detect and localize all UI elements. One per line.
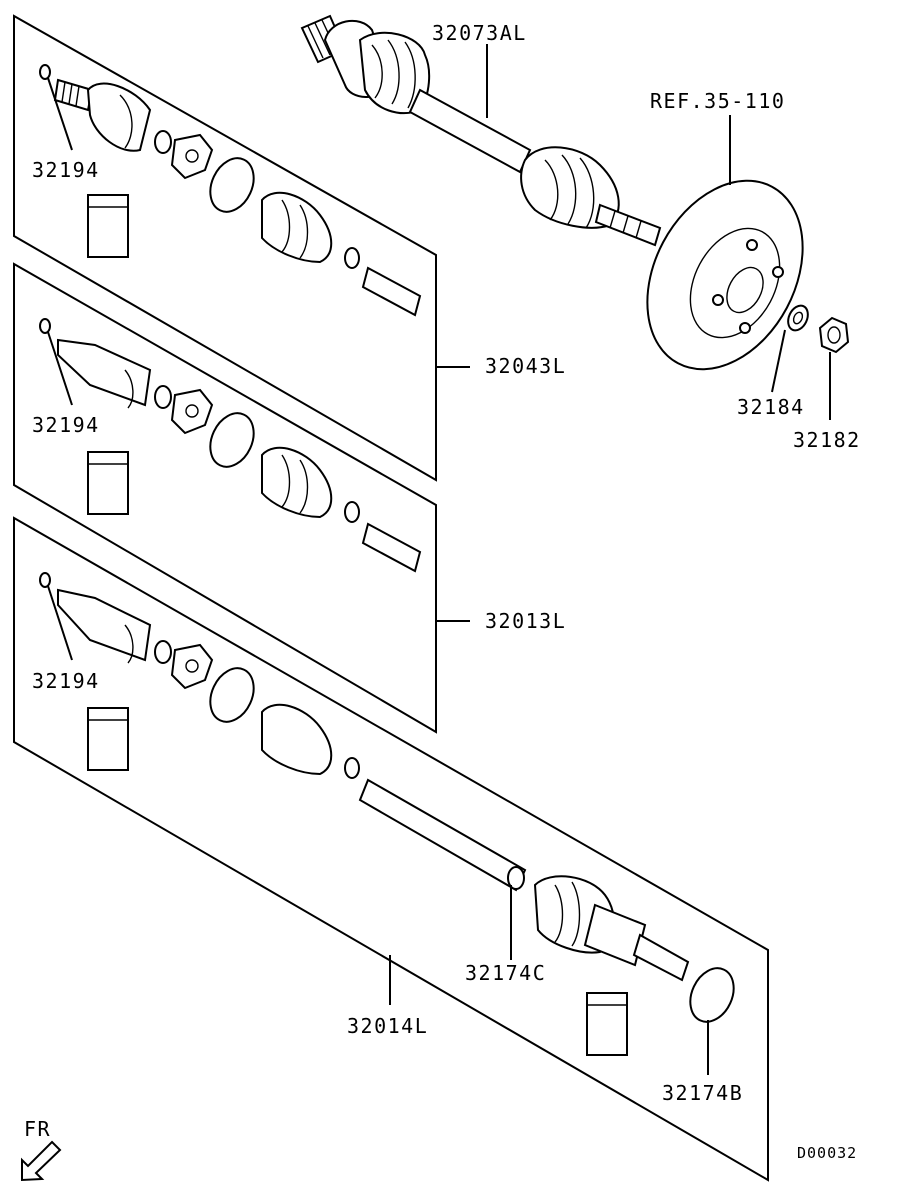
label-kit-1: 32043L [485, 354, 566, 378]
brake-disc [646, 179, 804, 371]
label-direction: FR [24, 1117, 51, 1141]
label-clip-1: 32194 [32, 158, 100, 182]
top-driveshaft-assembly [300, 14, 662, 247]
hub-nut [818, 316, 850, 354]
label-kit-2: 32013L [485, 609, 566, 633]
kit-3-parts [39, 572, 735, 1056]
label-band-b: 32174B [662, 1081, 743, 1105]
label-washer: 32184 [737, 395, 805, 419]
kit-panel-2 [13, 262, 437, 734]
label-band-c: 32174C [465, 961, 546, 985]
kit-panel-1 [13, 14, 437, 482]
kit-1-parts [39, 64, 422, 317]
label-clip-2: 32194 [32, 413, 100, 437]
arrow-down-left-icon [21, 1140, 62, 1182]
kit-panel-3 [13, 516, 769, 1182]
label-brake-ref: REF.35-110 [650, 89, 785, 113]
washer [787, 304, 809, 332]
label-clip-3: 32194 [32, 669, 100, 693]
label-nut: 32182 [793, 428, 861, 452]
kit-2-parts [39, 318, 422, 573]
label-shaft-assembly-top: 32073AL [432, 21, 527, 45]
label-kit-3: 32014L [347, 1014, 428, 1038]
label-diagram-code: D00032 [797, 1144, 857, 1162]
